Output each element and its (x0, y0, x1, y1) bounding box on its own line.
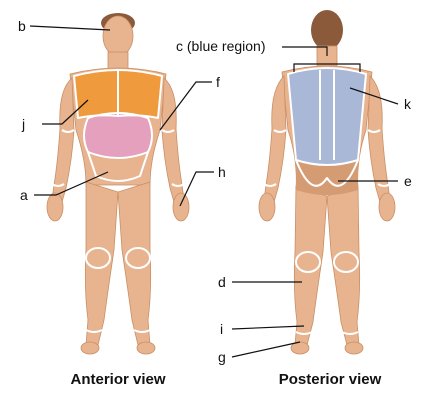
anterior-foot-right (80, 341, 100, 355)
posterior-wrist-right (377, 183, 391, 187)
anterior-knee-right (85, 247, 111, 269)
anterior-knee-left (125, 247, 151, 269)
anterior-arm-left (161, 77, 187, 217)
anterior-ankle-left (133, 329, 151, 333)
leader-i (231, 325, 305, 330)
label-c: c (blue region) (176, 38, 266, 54)
leader-lines (29, 25, 399, 358)
posterior-wrist-left (263, 183, 277, 187)
posterior-elbow-left (273, 129, 287, 133)
anterior-pelvic-outline (87, 151, 149, 182)
posterior-arm-left (261, 75, 287, 217)
label-i: i (220, 321, 223, 337)
label-b: b (18, 18, 26, 34)
posterior-figure (258, 10, 396, 355)
label-g: g (218, 349, 226, 365)
anterior-leg-right (84, 181, 119, 346)
anterior-ankle-right (85, 329, 103, 333)
anterior-hand-right (46, 192, 64, 222)
posterior-leg-left (293, 185, 328, 346)
anterior-wrist-left (171, 183, 185, 187)
anterior-hand-left (172, 192, 190, 222)
leader-j (42, 99, 89, 125)
posterior-knee-right (333, 251, 359, 273)
leader-c (282, 46, 328, 56)
label-h: h (218, 164, 226, 180)
anterior-abdominal-region (84, 113, 152, 158)
label-f: f (216, 74, 220, 90)
leader-c-bracket (293, 63, 361, 72)
posterior-foot-right (344, 341, 364, 355)
posterior-leg-right (326, 185, 361, 346)
leader-a (34, 171, 109, 196)
anterior-elbow-right (61, 129, 75, 133)
anterior-arm-right (49, 77, 75, 217)
callout-labels: b c (blue region) f j k a h e d i g (18, 18, 412, 365)
posterior-elbow-right (367, 129, 381, 133)
caption-anterior: Anterior view (70, 371, 165, 388)
anterior-head (102, 15, 134, 57)
posterior-ankle-left (295, 331, 313, 335)
anterior-foot-left (136, 341, 156, 355)
posterior-gluteal-outline (295, 159, 359, 187)
anterior-leg-left (117, 181, 152, 346)
anterior-neck (107, 51, 129, 71)
leader-k (349, 87, 399, 105)
anterior-wrist-right (51, 183, 65, 187)
posterior-head (311, 10, 343, 50)
label-a: a (20, 187, 28, 203)
label-k: k (404, 96, 412, 112)
anterior-figure (46, 13, 190, 355)
leader-f (159, 81, 212, 131)
label-j: j (21, 116, 25, 132)
leader-h (179, 171, 214, 207)
posterior-hand-left (258, 192, 276, 222)
anterior-elbow-left (161, 129, 175, 133)
label-d: d (218, 274, 226, 290)
label-e: e (404, 173, 412, 189)
posterior-knee-left (295, 251, 321, 273)
posterior-hand-right (378, 192, 396, 222)
posterior-ankle-right (341, 331, 359, 335)
caption-posterior: Posterior view (279, 371, 382, 388)
posterior-vertebral-column (319, 70, 335, 160)
leader-b (29, 25, 111, 31)
leader-g (231, 341, 301, 358)
posterior-back-region (288, 68, 366, 165)
